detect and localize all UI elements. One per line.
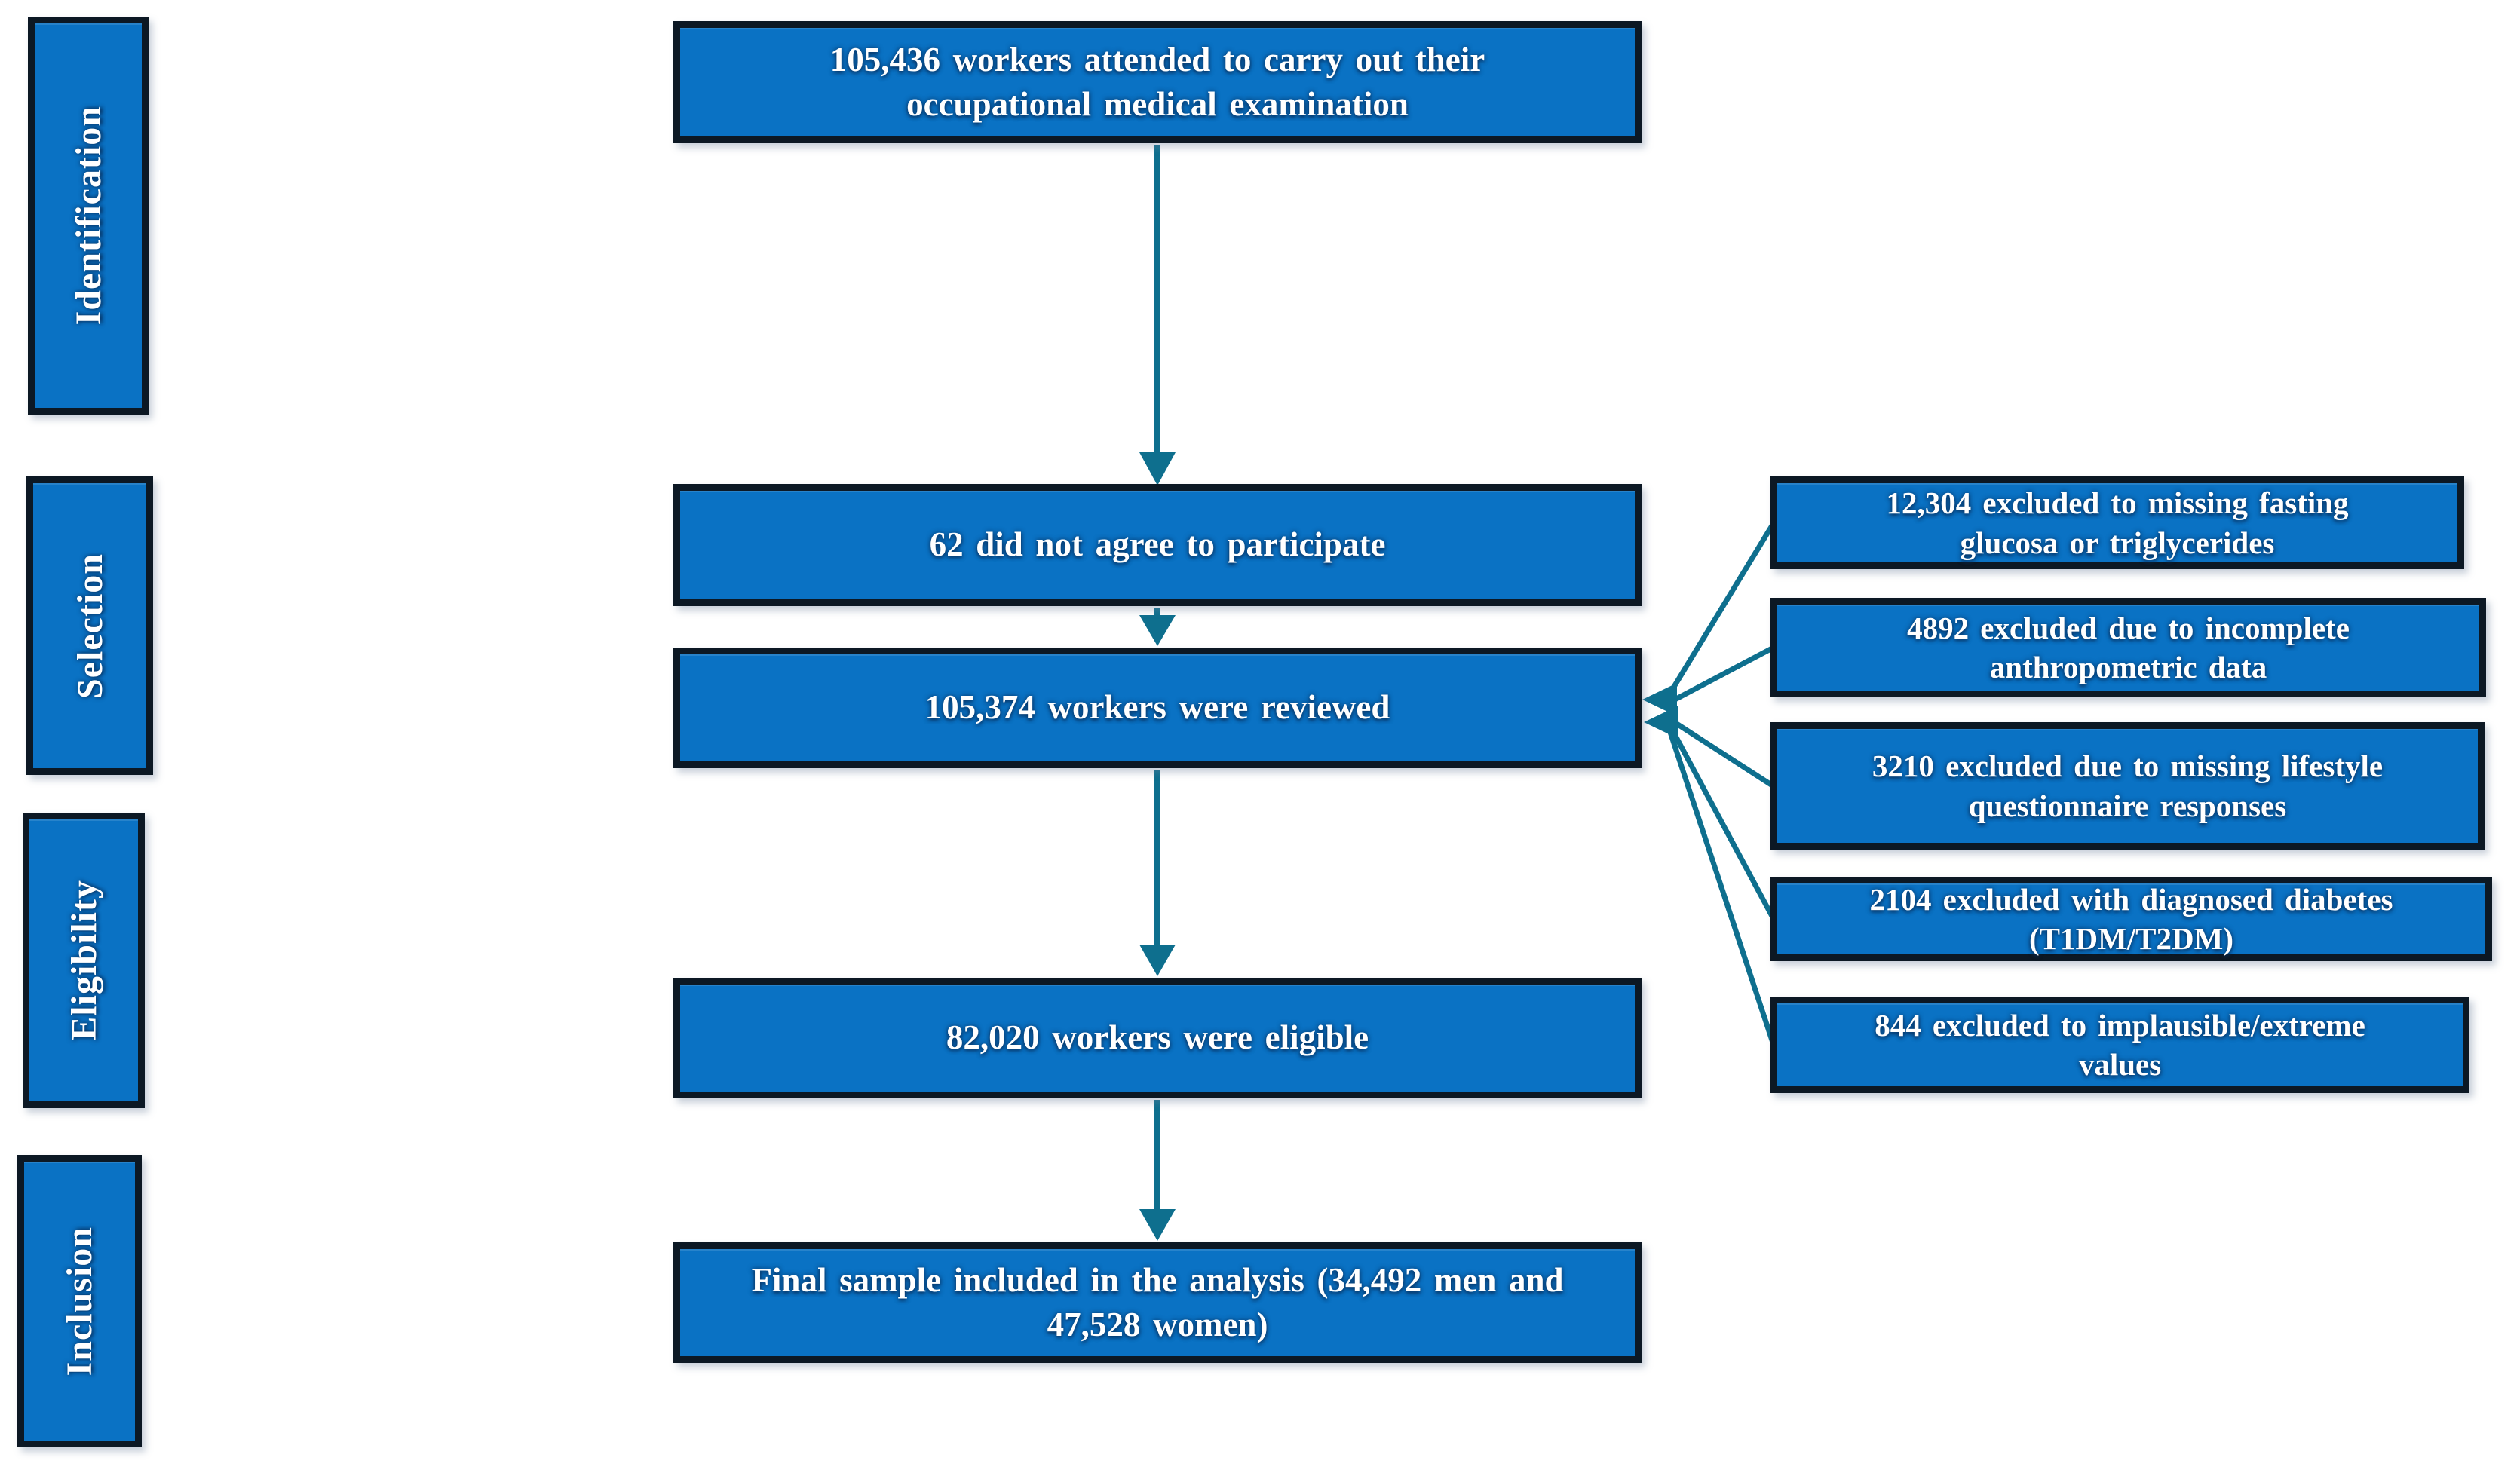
flow-box-eligible: 82,020 workers were eligible [673, 978, 1642, 1098]
exclusion-box-diabetes-text: 2104 excluded with diagnosed diabetes (T… [1869, 881, 2393, 956]
exclusion-box-fasting-glucose: 12,304 excluded to missing fasting gluco… [1770, 476, 2464, 569]
stage-label-inclusion: Inclusion [60, 1226, 100, 1377]
exclusion-box-fasting-glucose-text: 12,304 excluded to missing fasting gluco… [1886, 485, 2349, 560]
flow-box-reviewed-text: 105,374 workers were reviewed [924, 688, 1390, 727]
flow-box-reviewed: 105,374 workers were reviewed [673, 648, 1642, 768]
fan-line-exclusion-4 [1662, 715, 1777, 920]
stage-label-identification: Identification [68, 106, 109, 326]
exclusion-box-anthropometric: 4892 excluded due to incomplete anthropo… [1770, 598, 2486, 697]
flow-box-not-agree-text: 62 did not agree to participate [929, 525, 1386, 564]
flow-box-attended-text: 105,436 workers attended to carry out th… [829, 40, 1485, 123]
arrowhead-down-3 [1139, 945, 1176, 976]
exclusion-box-implausible-text: 844 excluded to implausible/extreme valu… [1875, 1007, 2365, 1082]
stage-box-inclusion: Inclusion [17, 1155, 142, 1447]
flow-box-final-sample: Final sample included in the analysis (3… [673, 1242, 1642, 1363]
stage-box-eligibility: Eligibility [23, 813, 145, 1108]
flow-box-final-sample-text: Final sample included in the analysis (3… [751, 1260, 1564, 1343]
arrowhead-down-4 [1139, 1209, 1176, 1241]
exclusion-box-implausible: 844 excluded to implausible/extreme valu… [1770, 997, 2469, 1093]
stage-label-eligibility: Eligibility [63, 880, 104, 1041]
arrowhead-down-2 [1139, 615, 1176, 646]
stage-box-selection: Selection [26, 476, 153, 775]
exclusion-box-lifestyle-text: 3210 excluded due to missing lifestyle q… [1872, 749, 2384, 823]
stage-box-identification: Identification [28, 17, 149, 415]
exclusion-box-lifestyle: 3210 excluded due to missing lifestyle q… [1770, 722, 2485, 850]
stage-label-selection: Selection [69, 553, 110, 699]
exclusion-box-anthropometric-text: 4892 excluded due to incomplete anthropo… [1907, 610, 2350, 684]
fan-arrowhead-upper [1642, 683, 1677, 716]
fan-line-exclusion-3 [1663, 714, 1775, 789]
flow-box-attended: 105,436 workers attended to carry out th… [673, 21, 1642, 143]
exclusion-box-diabetes: 2104 excluded with diagnosed diabetes (T… [1770, 877, 2492, 961]
flow-box-eligible-text: 82,020 workers were eligible [946, 1018, 1369, 1057]
flow-box-not-agree: 62 did not agree to participate [673, 484, 1642, 606]
fan-line-exclusion-5 [1662, 715, 1777, 1046]
arrowhead-down-1 [1139, 452, 1176, 485]
fan-arrowhead-lower [1644, 706, 1678, 739]
fan-line-exclusion-2 [1662, 645, 1775, 709]
fan-line-exclusion-1 [1661, 522, 1776, 706]
